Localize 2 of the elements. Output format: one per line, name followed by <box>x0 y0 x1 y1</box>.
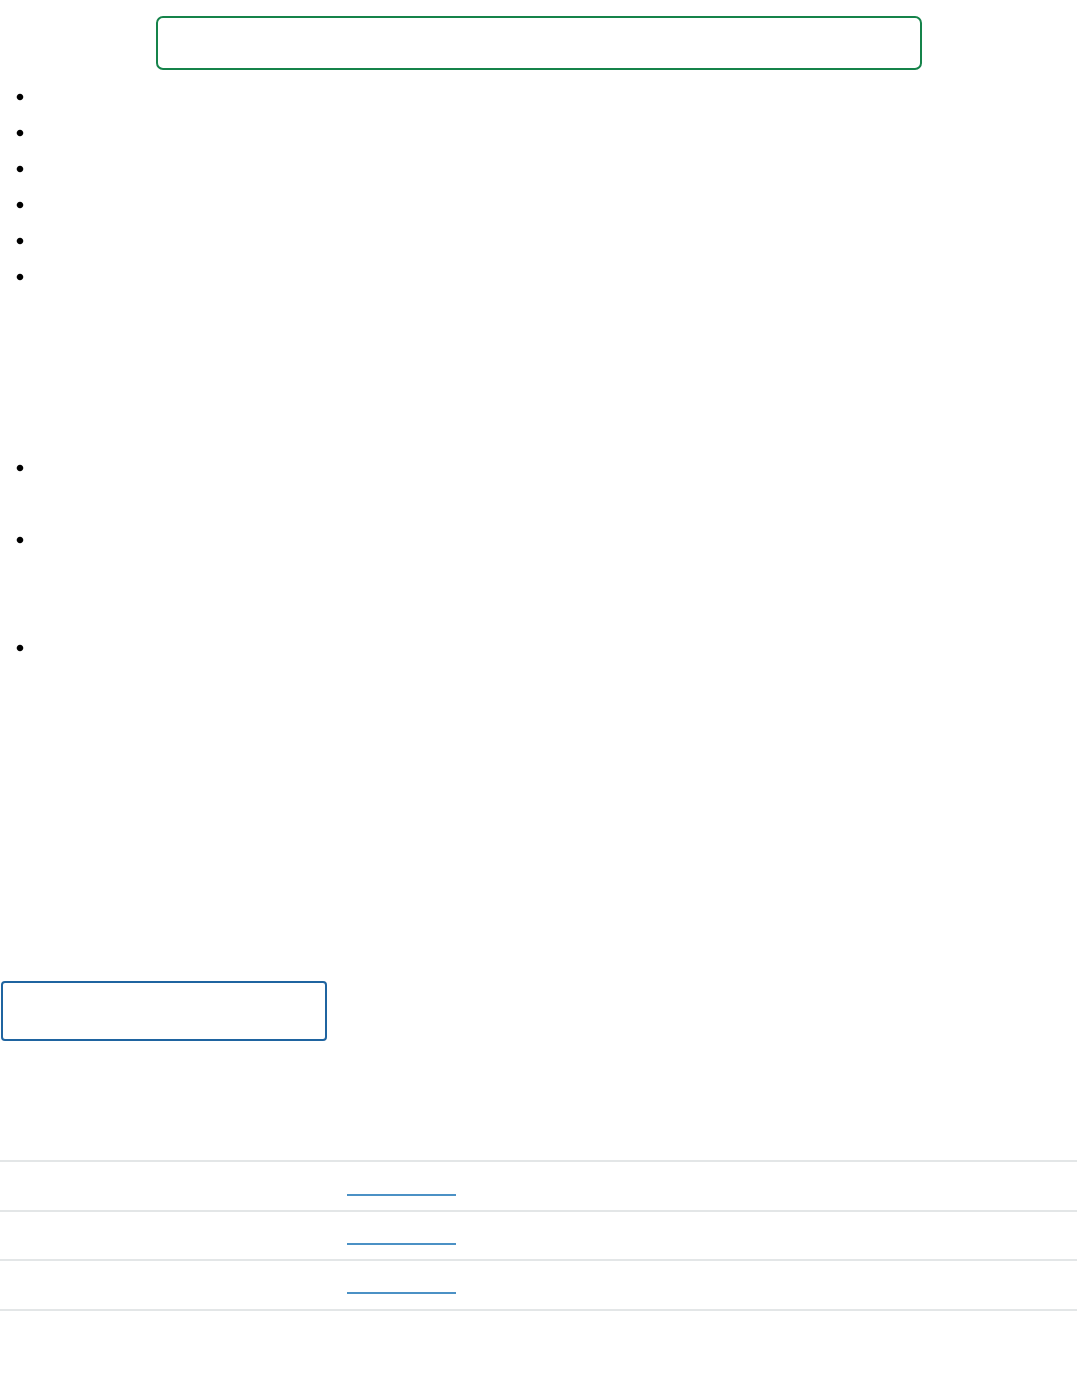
outlined-box <box>156 16 922 70</box>
outlined-box <box>1 981 327 1041</box>
